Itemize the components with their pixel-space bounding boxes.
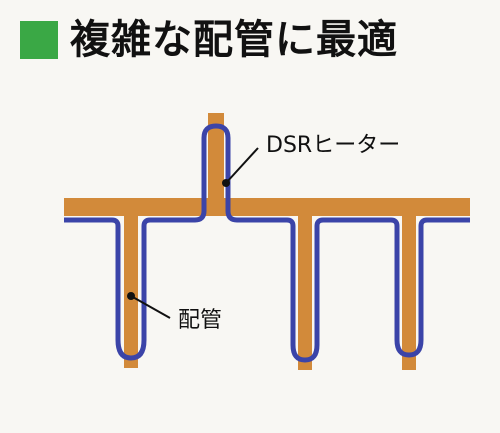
pipe-branch-left — [124, 210, 138, 368]
dsr-heater — [64, 123, 470, 363]
page-title: 複雑な配管に最適 — [70, 17, 398, 63]
heater-label: DSRヒーター — [266, 133, 400, 158]
header: 複雑な配管に最適 — [20, 14, 398, 66]
leader-heater-dot — [222, 179, 230, 187]
pipe-branch-up — [208, 113, 224, 210]
pipe-branch-middle — [298, 210, 312, 370]
leader-pipe-dot — [127, 292, 135, 300]
leader-heater — [225, 147, 259, 184]
pipe-label: 配管 — [178, 308, 222, 333]
pipe — [64, 113, 470, 370]
pipe-branch-right — [402, 210, 416, 370]
leader-pipe — [130, 295, 171, 319]
pipe-main — [64, 198, 470, 216]
title-marker — [20, 21, 58, 59]
